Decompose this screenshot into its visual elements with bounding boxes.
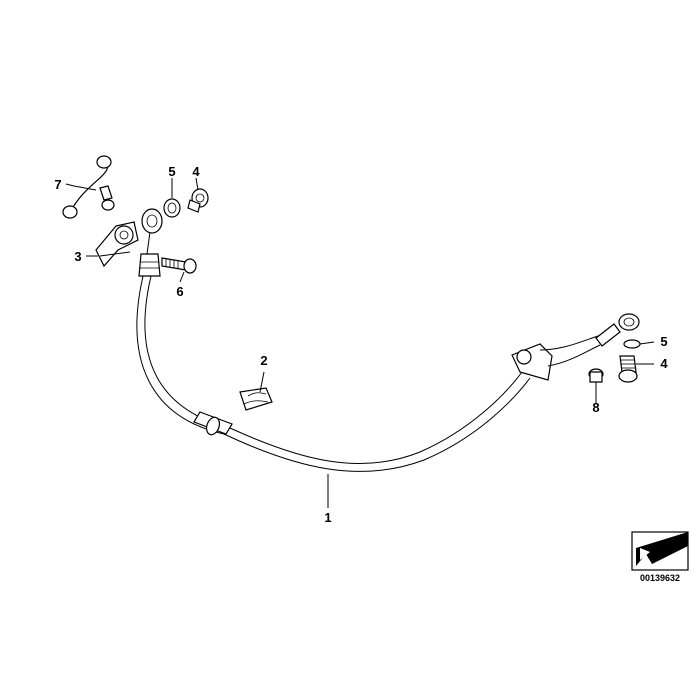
banjo-bolt-left [187,188,209,213]
callout-7: 7 [54,177,61,192]
callout-6: 6 [176,284,183,299]
leader-lines [65,177,655,508]
callout-5-right: 5 [660,334,667,349]
callout-4-right: 4 [660,356,668,371]
screw [588,368,604,383]
brake-hose [136,208,640,472]
sealing-ring-left [163,198,181,218]
reference-number: 00139632 [640,573,680,583]
callout-5-left: 5 [168,164,175,179]
callout-8: 8 [592,400,599,415]
callout-4-left: 4 [192,164,200,179]
clip [239,387,273,411]
callout-1: 1 [324,510,331,525]
sealing-ring-right [623,339,641,349]
callout-3: 3 [74,249,81,264]
banjo-bolt-right [618,355,638,383]
brake-pipe [62,155,115,219]
direction-arrow-icon [631,531,689,571]
holder [95,221,139,268]
callout-2: 2 [260,353,267,368]
hex-screw [161,257,197,274]
